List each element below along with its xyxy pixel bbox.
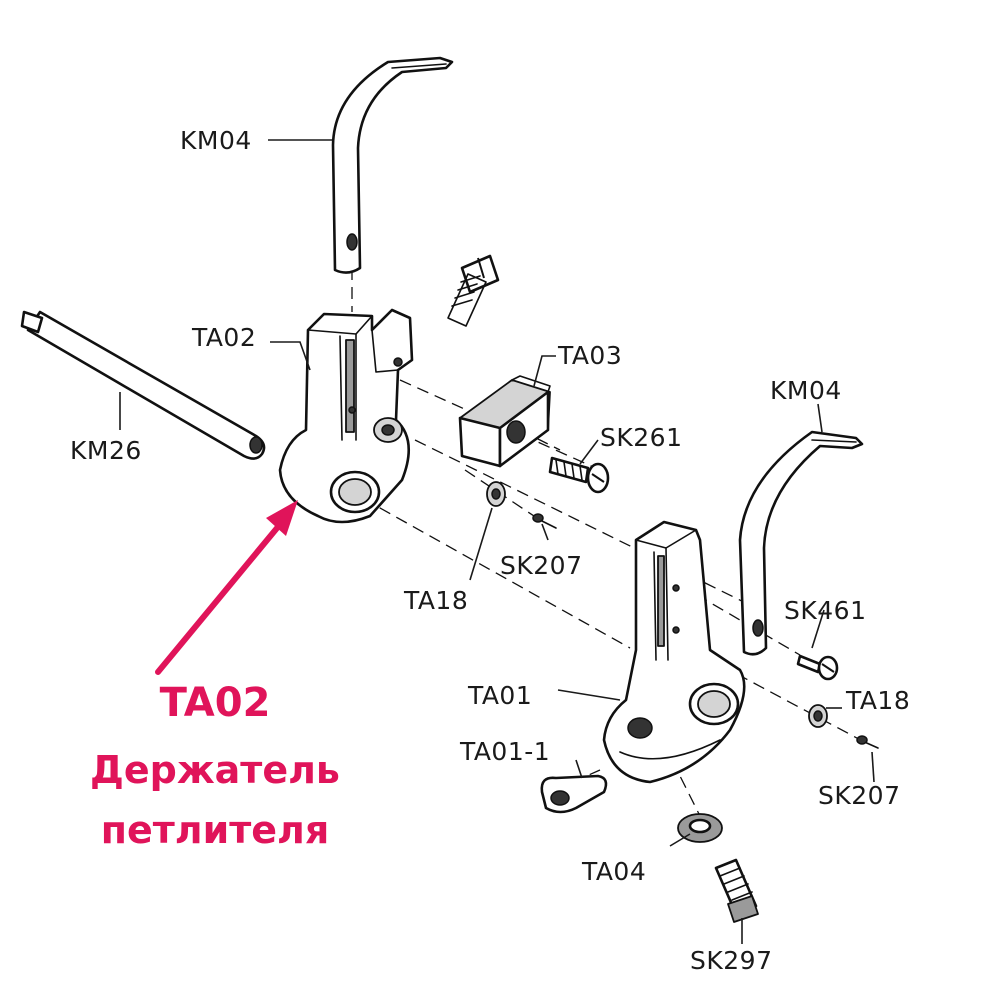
label-ta01: TA01	[467, 681, 532, 710]
part-labels: KM04 TA02 KM26 TA03 SK261 KM04 SK207 TA1…	[70, 126, 910, 975]
label-ta01-1: TA01-1	[459, 737, 550, 766]
ta01-holder	[602, 520, 746, 784]
km04-looper-right	[738, 430, 864, 656]
sk461-screw	[796, 654, 839, 681]
ta18-washer-upper	[486, 481, 506, 507]
set-screw-top	[447, 254, 500, 327]
callout-part-code: TA02	[159, 680, 271, 726]
sk297-screw	[714, 858, 759, 923]
label-km26: KM26	[70, 436, 142, 465]
sk207-screw-upper	[532, 513, 557, 529]
ta01-1-plate	[540, 774, 608, 814]
label-ta18-lower: TA18	[845, 686, 910, 715]
label-ta18-upper: TA18	[403, 586, 468, 615]
leader-lines	[119, 139, 875, 944]
callout-part-name-line1: Держатель	[90, 748, 340, 792]
label-km04-top: KM04	[180, 126, 252, 155]
sk207-screw-lower	[856, 735, 879, 749]
label-ta02: TA02	[191, 323, 256, 352]
label-ta04: TA04	[581, 857, 646, 886]
label-km04-right: KM04	[770, 376, 842, 405]
ta02-holder	[278, 308, 414, 524]
km26-shaft	[20, 310, 266, 460]
highlight-arrow	[155, 500, 298, 675]
label-sk261: SK261	[600, 423, 682, 452]
label-sk461: SK461	[784, 596, 866, 625]
ta18-washer-lower	[808, 704, 828, 728]
label-sk297: SK297	[690, 946, 772, 975]
label-ta03: TA03	[557, 341, 622, 370]
label-sk207-upper: SK207	[500, 551, 582, 580]
label-sk207-lower: SK207	[818, 781, 900, 810]
ta03-block	[458, 375, 551, 468]
sk261-screw	[548, 456, 610, 494]
km04-looper-top	[331, 56, 454, 274]
callout-part-name-line2: петлителя	[100, 808, 330, 852]
